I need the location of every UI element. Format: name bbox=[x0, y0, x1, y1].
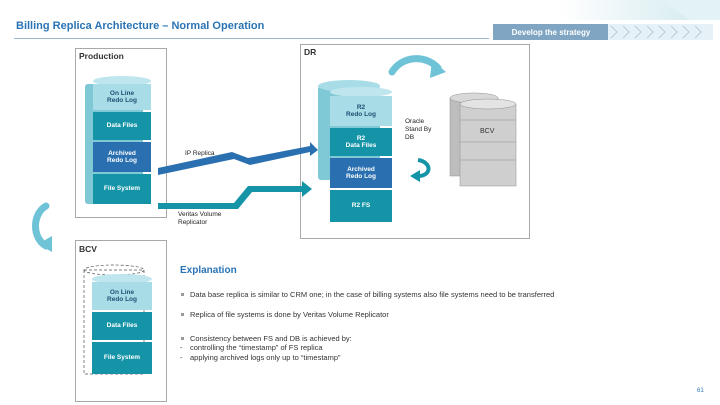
dr-r2-fs: R2 FS bbox=[330, 190, 392, 222]
header-decoration bbox=[560, 0, 720, 20]
explanation-bullet-2: Replica of file systems is done by Verit… bbox=[190, 310, 389, 319]
bcv-panel-label: BCV bbox=[79, 244, 97, 254]
bcv-file-system: File System bbox=[92, 342, 152, 374]
page-title: Billing Replica Architecture – Normal Op… bbox=[16, 20, 265, 32]
production-label: Production bbox=[79, 51, 124, 61]
explanation-title: Explanation bbox=[180, 265, 237, 276]
explanation-bullet-1: Data base replica is similar to CRM one;… bbox=[190, 290, 555, 299]
ip-replica-arrow bbox=[158, 142, 318, 175]
prod-file-system: File System bbox=[93, 174, 151, 204]
bcv-data-files: Data Files bbox=[92, 312, 152, 340]
develop-strategy-chip[interactable]: Develop the strategy bbox=[493, 24, 609, 40]
ip-replica-label: IP Replica bbox=[185, 150, 215, 157]
title-divider bbox=[14, 38, 489, 39]
bullet-icon bbox=[181, 313, 184, 316]
dr-bcv-cylinders bbox=[449, 92, 517, 187]
curved-arrow-left bbox=[32, 202, 50, 250]
page-number: 61 bbox=[697, 388, 704, 394]
chevron-arrows-icon bbox=[608, 24, 713, 40]
bullet-icon bbox=[181, 293, 184, 296]
dr-bcv-label: BCV bbox=[480, 128, 495, 135]
cylinder-top bbox=[330, 87, 392, 97]
sub-bullet-marker: - bbox=[180, 343, 183, 352]
explanation-sub-bullet-1: controlling the “timestamp” of FS replic… bbox=[190, 343, 323, 352]
veritas-arrow bbox=[158, 181, 312, 209]
explanation-bullet-3: Consistency between FS and DB is achieve… bbox=[190, 334, 352, 343]
cylinder-top bbox=[93, 76, 151, 86]
sub-bullet-marker: - bbox=[180, 353, 183, 362]
prod-data-files: Data Files bbox=[93, 112, 151, 140]
explanation-sub-bullet-2: applying archived logs only up to “times… bbox=[190, 353, 341, 362]
dr-label: DR bbox=[304, 47, 317, 57]
standby-refresh-arrow bbox=[417, 158, 431, 178]
bullet-icon bbox=[181, 337, 184, 340]
cylinder-top bbox=[92, 274, 152, 284]
